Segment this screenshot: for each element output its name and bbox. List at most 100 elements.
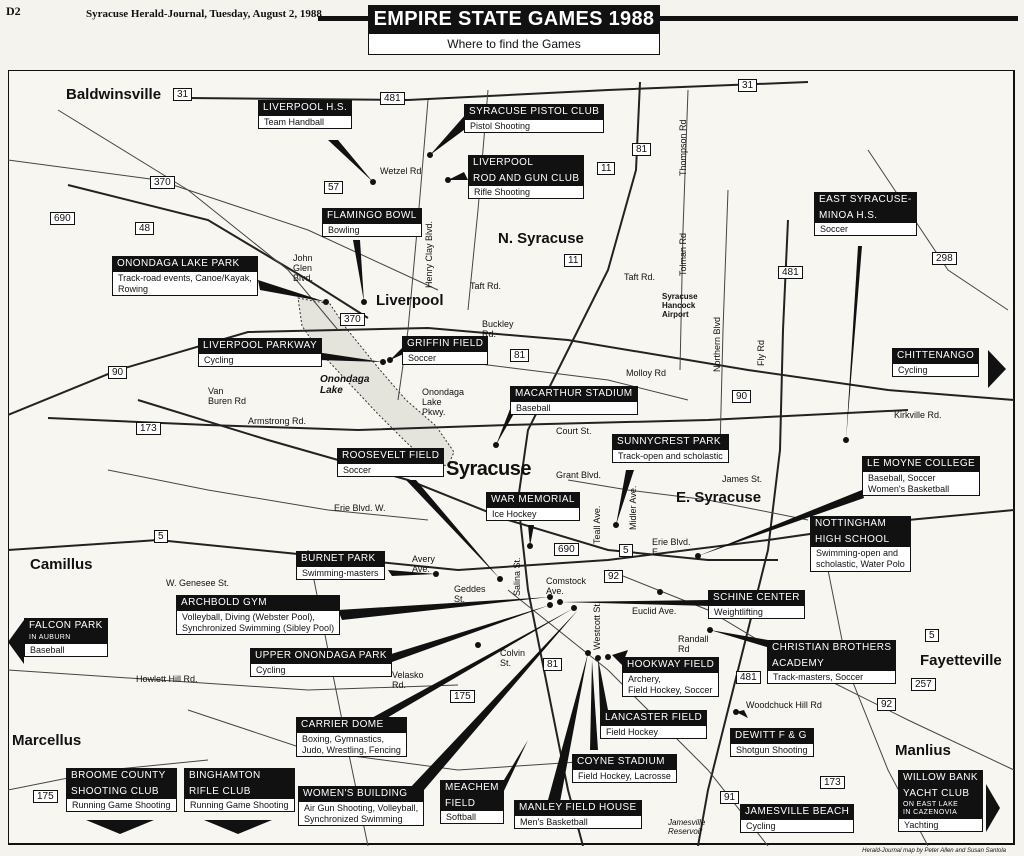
venue-sport: Synchronized Swimming (Sibley Pool) <box>176 621 341 636</box>
route-shield: 173 <box>820 776 845 789</box>
place-marcellus: Marcellus <box>12 732 82 749</box>
venue-name: NOTTINGHAM <box>810 516 911 532</box>
venue-name: ONONDAGA LAKE PARK <box>112 256 258 272</box>
venue-sport: Running Game Shooting <box>66 799 177 813</box>
venue-sport: Pistol Shooting <box>464 119 605 133</box>
venue-name: HIGH SCHOOL <box>810 531 911 547</box>
venue-sport: Women's Basketball <box>862 482 981 497</box>
venue-macarthur-stadium: MACARTHUR STADIUM Baseball <box>510 386 638 415</box>
venue-note: IN AUBURN <box>24 633 108 644</box>
street-label: Armstrong Rd. <box>248 416 307 426</box>
street-label: Wetzel Rd <box>380 166 422 176</box>
street-label: Howlett Hill Rd. <box>136 674 198 684</box>
street-label: Colvin St. <box>500 648 526 668</box>
route-shield: 690 <box>50 212 75 225</box>
route-shield: 90 <box>732 390 752 403</box>
route-shield: 175 <box>450 690 475 703</box>
venue-roosevelt-field: ROOSEVELT FIELD Soccer <box>337 448 445 477</box>
venue-name: COYNE STADIUM <box>572 754 677 770</box>
venue-sunnycrest-park: SUNNYCREST PARK Track-open and scholasti… <box>612 434 729 463</box>
venue-falcon-park: FALCON PARK IN AUBURN Baseball <box>24 618 108 657</box>
route-shield: 92 <box>604 570 624 583</box>
venue-christian-brothers-academy: CHRISTIAN BROTHERS ACADEMY Track-masters… <box>767 640 897 685</box>
street-label: Grant Blvd. <box>556 470 602 480</box>
route-shield: 5 <box>619 544 633 557</box>
venue-hookway-field: HOOKWAY FIELD Archery, Field Hockey, Soc… <box>622 657 720 698</box>
venue-lancaster-field: LANCASTER FIELD Field Hockey <box>600 710 708 739</box>
venue-sport: Cycling <box>740 819 855 833</box>
arrow-left-icon <box>8 620 24 664</box>
venue-sport: Baseball <box>24 643 108 657</box>
header-rule-right <box>660 16 1018 21</box>
venue-sport: Volleyball, Diving (Webster Pool), <box>176 610 341 622</box>
street-label: Westcott St. <box>592 601 602 650</box>
route-173 <box>47 409 909 432</box>
street-label: Midler Ave. <box>628 485 638 530</box>
venue-sport: Swimming-open and <box>810 547 911 559</box>
place-syracuse: Syracuse <box>446 458 531 480</box>
venue-nottingham-high-school: NOTTINGHAM HIGH SCHOOL Swimming-open and… <box>810 516 911 572</box>
street-label: Kirkville Rd. <box>894 410 942 420</box>
venue-sport: Swimming-masters <box>296 566 385 580</box>
venue-womens-building: WOMEN'S BUILDING Air Gun Shooting, Volle… <box>298 786 425 827</box>
venue-sport: Bowling <box>322 223 422 237</box>
interstate-81 <box>516 81 641 846</box>
venue-sport: Rowing <box>112 282 258 297</box>
route-shield: 690 <box>554 543 579 556</box>
venue-onondaga-lake-park: ONONDAGA LAKE PARK Track-road events, Ca… <box>112 256 258 297</box>
venue-sport: Cycling <box>198 353 323 367</box>
place-baldwinsville: Baldwinsville <box>66 86 162 103</box>
venue-name: HOOKWAY FIELD <box>622 657 720 673</box>
place-manlius: Manlius <box>895 742 951 759</box>
street-label: Van Buren Rd <box>208 386 247 406</box>
venue-sport: Soccer <box>814 223 917 237</box>
venue-sport: Soccer <box>402 351 489 365</box>
venue-sport: Baseball, Soccer <box>862 471 981 483</box>
header-rule <box>318 16 368 21</box>
venue-sport: Track-masters, Soccer <box>767 671 897 685</box>
route-shield: 31 <box>173 88 193 101</box>
venue-name: ROD AND GUN CLUB <box>468 170 585 186</box>
venue-name: SHOOTING CLUB <box>66 783 177 799</box>
venue-sport: Field Hockey, Lacrosse <box>572 769 677 783</box>
venue-name: SUNNYCREST PARK <box>612 434 729 450</box>
street-label: Tolman Rd <box>678 232 688 276</box>
venue-name: MINOA H.S. <box>814 207 917 223</box>
venue-sport: Softball <box>440 811 504 825</box>
venue-name: SYRACUSE PISTOL CLUB <box>464 104 605 120</box>
venue-carrier-dome: CARRIER DOME Boxing, Gymnastics, Judo, W… <box>296 717 407 758</box>
venue-schine-center: SCHINE CENTER Weightlifting <box>708 590 805 619</box>
route-shield: 11 <box>564 254 583 267</box>
venue-sport: Men's Basketball <box>514 815 642 829</box>
venue-name: LIVERPOOL <box>468 155 585 171</box>
route-shield: 92 <box>877 698 897 711</box>
street-label: Erie Blvd. E. <box>652 537 691 557</box>
onondaga-lake-shape <box>297 297 455 467</box>
place-fayetteville: Fayetteville <box>920 652 1002 669</box>
venue-name: YACHT CLUB <box>898 785 983 801</box>
route-shield: 370 <box>340 313 365 326</box>
venue-sport: scholastic, Water Polo <box>810 558 911 572</box>
route-shield: 90 <box>108 366 128 379</box>
street-label: W. Genesee St. <box>166 578 230 588</box>
venue-name: BROOME COUNTY <box>66 768 177 784</box>
arrow-down-icon <box>204 820 272 834</box>
venue-flamingo-bowl: FLAMINGO BOWL Bowling <box>322 208 422 237</box>
venue-name: RIFLE CLUB <box>184 783 295 799</box>
venue-name: WOMEN'S BUILDING <box>298 786 425 802</box>
leader-lines <box>258 114 864 812</box>
venue-meachem-field: MEACHEM FIELD Softball <box>440 780 504 825</box>
street-label: Northern Blvd <box>712 316 722 372</box>
street-label: Buckley Rd. <box>482 319 514 339</box>
venue-name: CARRIER DOME <box>296 717 407 733</box>
street-label: Randall Rd <box>678 634 709 654</box>
venue-sport: Field Hockey <box>600 725 708 739</box>
street-label: Taft Rd. <box>624 272 656 282</box>
venue-liverpool-rod-gun: LIVERPOOL ROD AND GUN CLUB Rifle Shootin… <box>468 155 585 200</box>
route-shield: 298 <box>932 252 957 265</box>
venue-sport: Shotgun Shooting <box>730 743 814 757</box>
place-n-syracuse: N. Syracuse <box>498 230 584 247</box>
street-label: Teall Ave. <box>592 505 602 544</box>
venue-sport: Soccer <box>337 463 445 477</box>
venue-name: FLAMINGO BOWL <box>322 208 422 224</box>
